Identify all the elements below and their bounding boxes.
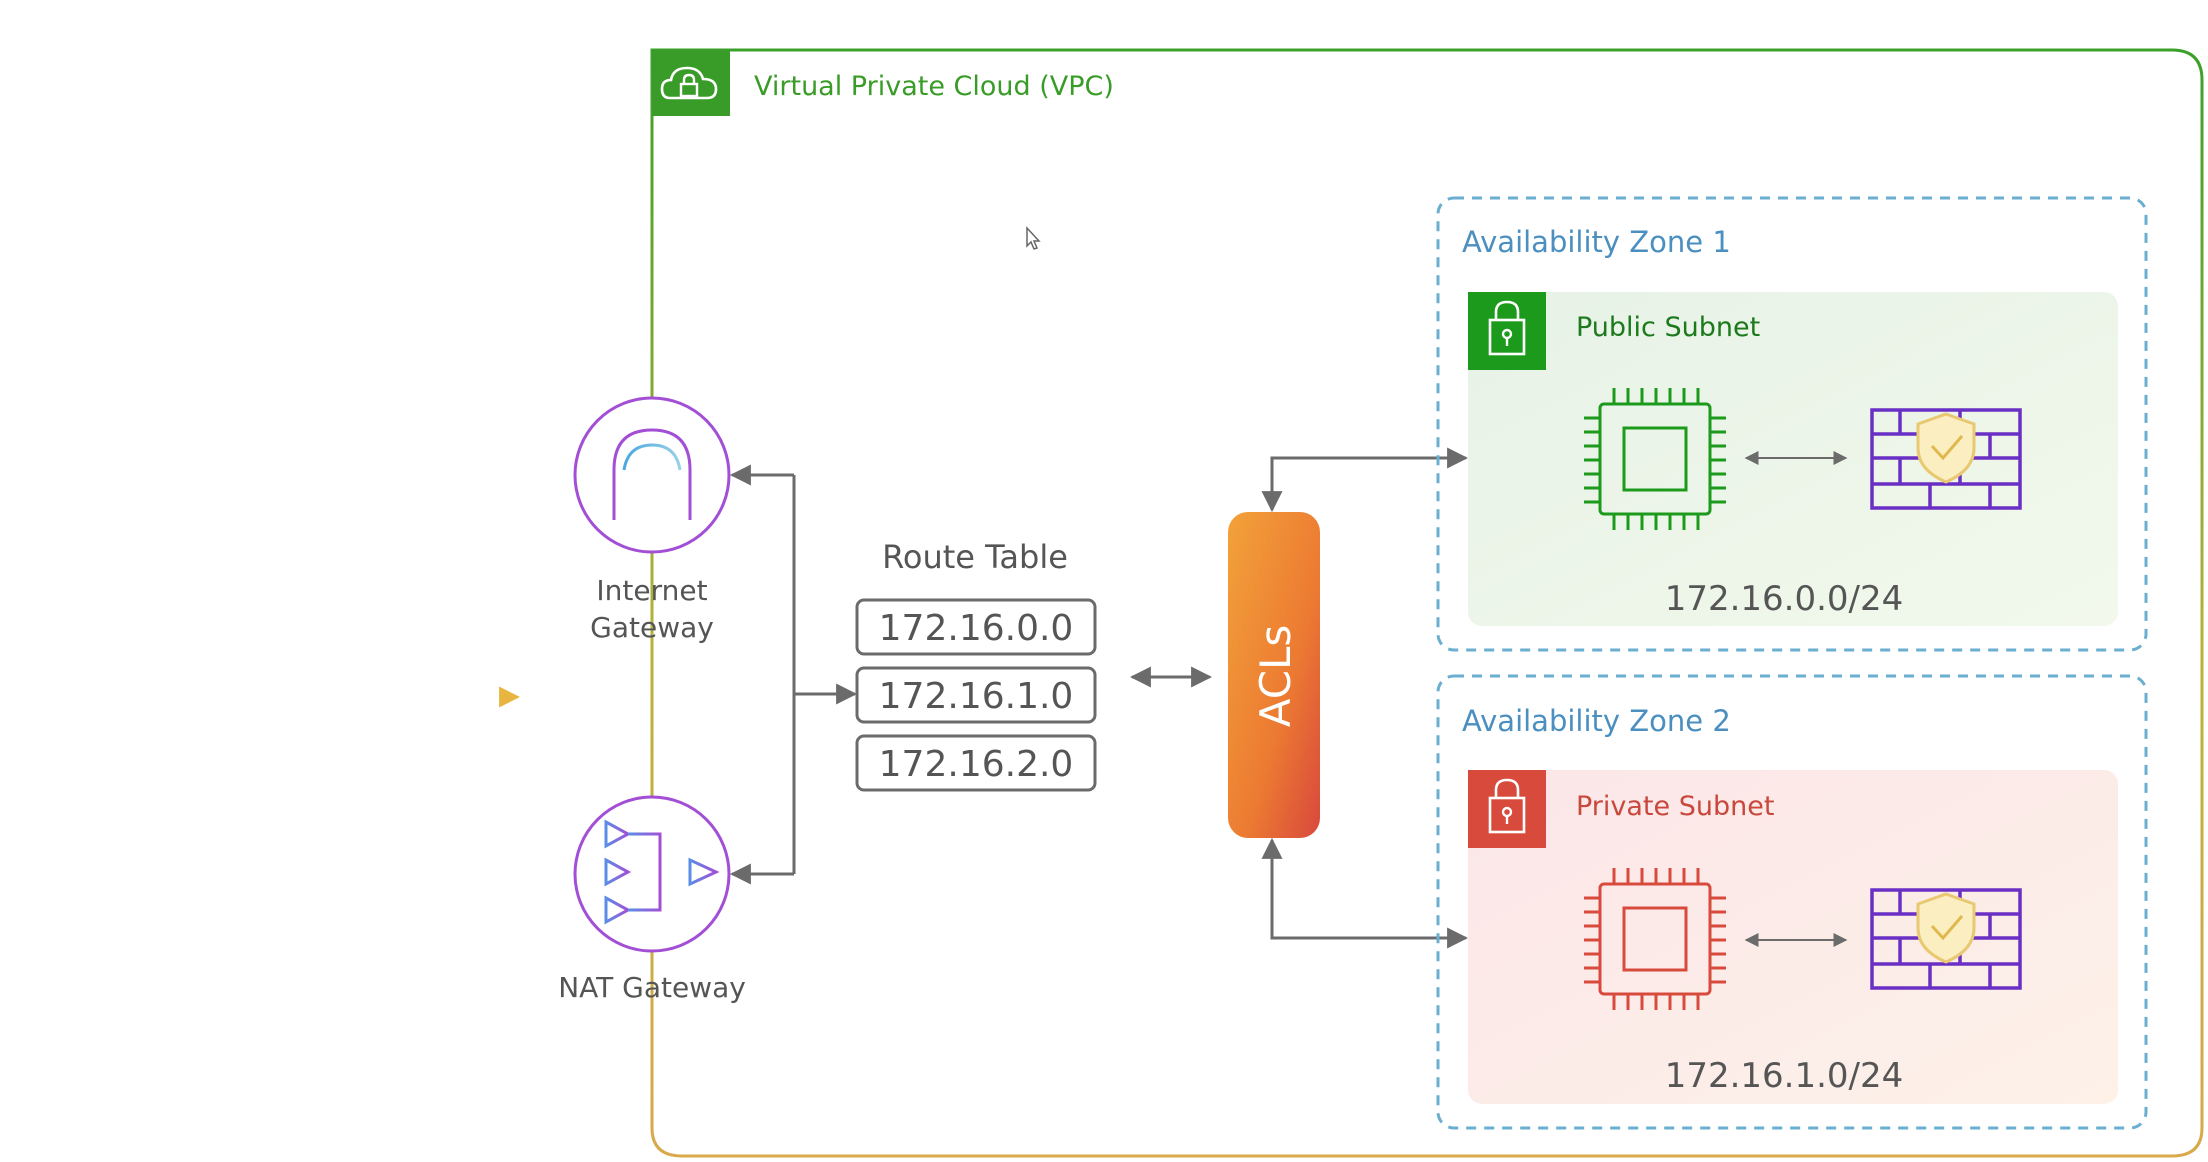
nat-gateway[interactable]: NAT Gateway: [558, 795, 746, 1004]
route-table-title: Route Table: [882, 538, 1068, 576]
firewall-icon: [1870, 888, 2022, 990]
private-subnet[interactable]: Private Subnet 172.16.1.0/24: [1468, 770, 2118, 1104]
acl-subnet-connectors: [1261, 447, 1469, 949]
internet-gateway-label-line1: Internet: [596, 574, 707, 607]
public-subnet-label: Public Subnet: [1576, 312, 1760, 343]
vpc-title: Virtual Private Cloud (VPC): [754, 71, 1114, 102]
zone2-title: Availability Zone 2: [1462, 704, 1731, 738]
acls-block[interactable]: ACLs: [1228, 512, 1320, 838]
route-entry[interactable]: 172.16.2.0: [855, 734, 1097, 792]
lock-icon: [1468, 292, 1546, 370]
route-entry[interactable]: 172.16.0.0: [855, 598, 1097, 656]
compute-chip-icon: [1584, 388, 1726, 530]
public-subnet-cidr: 172.16.0.0/24: [1665, 579, 1904, 619]
route-table: Route Table 172.16.0.0 172.16.1.0 172.16…: [855, 538, 1097, 792]
internet-gateway-label-line2: Gateway: [590, 611, 714, 644]
mouse-cursor-icon: [1026, 226, 1041, 250]
gateway-connectors: [729, 464, 858, 885]
compute-chip-icon: [1584, 868, 1726, 1010]
public-subnet[interactable]: Public Subnet 172.16.0.0/24: [1468, 292, 2118, 626]
route-entry-text: 172.16.2.0: [879, 744, 1074, 785]
lock-icon: [1468, 770, 1546, 848]
cloud-lock-icon: [652, 50, 730, 116]
route-entry[interactable]: 172.16.1.0: [855, 666, 1097, 724]
private-subnet-cidr: 172.16.1.0/24: [1665, 1056, 1904, 1096]
route-entry-text: 172.16.1.0: [879, 676, 1074, 717]
private-subnet-label: Private Subnet: [1576, 791, 1774, 822]
availability-zone-1: Availability Zone 1 Public Subnet: [1436, 196, 2148, 652]
internet-gateway[interactable]: Internet Gateway: [573, 396, 731, 644]
zone1-title: Availability Zone 1: [1462, 225, 1731, 259]
nat-gateway-icon: [604, 819, 720, 925]
acls-label: ACLs: [1251, 625, 1300, 728]
nat-gateway-label: NAT Gateway: [558, 971, 746, 1004]
vpc-container: Virtual Private Cloud (VPC): [650, 48, 2204, 1158]
route-entry-text: 172.16.0.0: [879, 608, 1074, 649]
internet-gateway-icon: [612, 428, 692, 520]
firewall-icon: [1870, 408, 2022, 510]
availability-zone-2: Availability Zone 2 Private Subnet: [1436, 674, 2148, 1130]
